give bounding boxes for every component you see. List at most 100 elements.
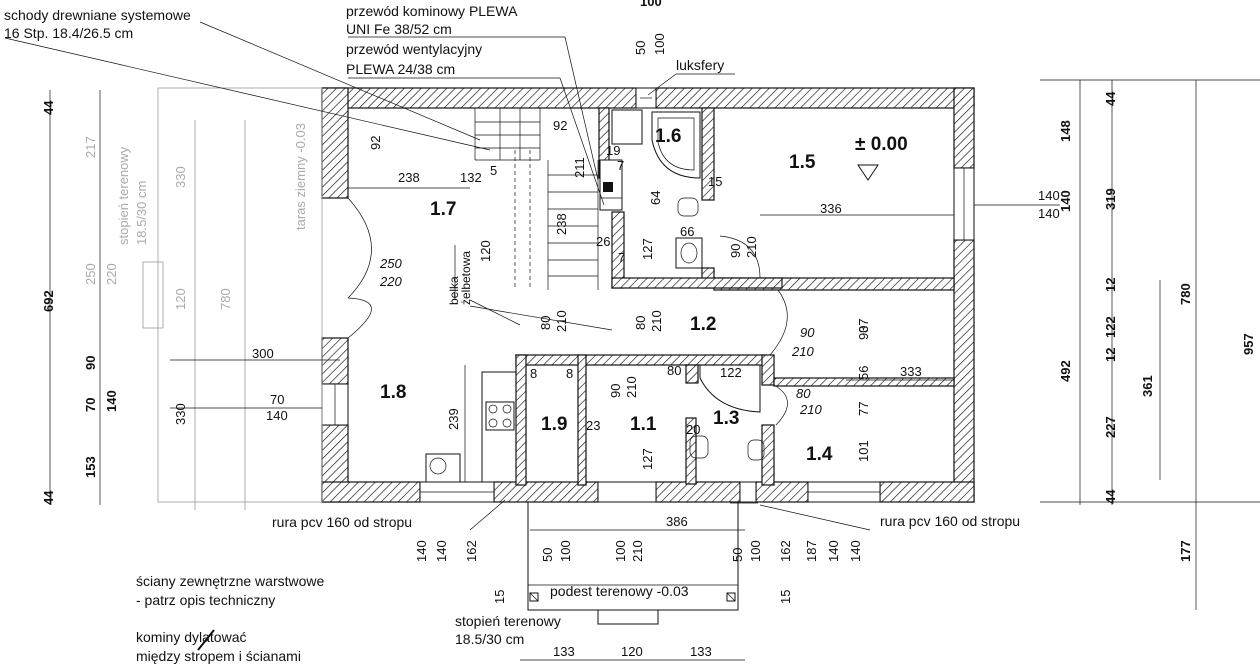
dim-7-lower: 7 [618,250,625,265]
top-dim-b: 100 [652,33,667,55]
dim-bottom-162-a: 162 [464,540,479,562]
dim-80-c: 80 [667,363,681,378]
dim-right-227: 227 [1103,416,1118,438]
dim-bottom-50-a: 50 [540,548,555,562]
stairs-title: schody drewniane systemowe [4,7,191,23]
dim-92-stairs: 92 [553,118,567,133]
top-edge-dim: 100 [640,0,662,9]
dim-250-door: 250 [379,256,402,271]
dim-23: 23 [586,418,600,433]
dim-right-122: 122 [1103,316,1118,338]
level-marker-icon [857,164,879,181]
beam-label-1: belka [447,276,461,305]
dim-140-window-r2: 140 [1038,206,1060,221]
chimney-title: przewód kominowy PLEWA [346,3,518,19]
dim-right-780: 780 [1178,283,1193,305]
dim-bottom-187: 187 [804,540,819,562]
dim-right-957: 957 [1241,333,1256,355]
dim-bottom-140-c: 140 [826,540,841,562]
room-1-6: 1.6 [655,126,681,147]
dimension-lines [49,79,1260,661]
left-step-label-1: stopień terenowy [116,146,131,245]
dim-90-d: 90 [608,384,623,398]
terrace-outline [142,87,323,510]
beam-label-2: żelbetowa [459,251,473,305]
dim-bottom-100-c: 100 [748,540,763,562]
dim-right-361: 361 [1140,375,1155,397]
dim-8-b: 8 [566,366,573,381]
note-walls-1: ściany zewnętrzne warstwowe [136,573,325,589]
dim-386: 386 [666,514,688,529]
dim-238: 238 [398,170,420,185]
dim-210-c: 210 [649,310,664,332]
dim-bottom-162-b: 162 [778,540,793,562]
dim-bottom-210: 210 [630,540,645,562]
dim-80-a: 80 [538,316,553,330]
dim-right-177: 177 [1178,540,1193,562]
dim-right-140: 140 [1058,190,1073,212]
top-dim-a: 50 [633,41,648,55]
dim-left-90: 90 [83,356,98,370]
dim-70-window: 70 [270,392,284,407]
dim-64: 64 [648,191,663,205]
bath-fixtures [611,109,765,461]
dim-bottom-133-b: 133 [690,644,712,659]
dim-right-12-a: 12 [1103,278,1118,292]
dim-bottom-140-d: 140 [848,540,863,562]
entrance-landing [527,501,739,625]
dim-left-44-bottom: 44 [41,490,56,505]
dim-19: 19 [606,143,620,158]
dim-bottom-133-a: 133 [553,644,575,659]
vent-title: przewód wentylacyjny [346,41,482,57]
glass-blocks-label: luksfery [676,57,724,73]
dim-right-44-top: 44 [1103,91,1118,106]
dim-left-153: 153 [83,456,98,478]
terrace-label: taras ziemny -0.03 [293,123,308,230]
dim-127-upper: 127 [640,238,655,260]
dim-239: 239 [446,408,461,430]
dim-faint-330: 330 [173,166,188,188]
dim-bottom-50-b: 50 [730,548,745,562]
room-1-2: 1.2 [690,314,716,335]
leader-lines [4,21,871,531]
dim-66: 66 [680,224,694,239]
kitchen-fixtures [425,371,517,483]
dim-92-vertical: 92 [368,136,383,150]
dim-left-70: 70 [83,398,98,412]
note-chimney-1: kominy dylatować [136,629,247,645]
note-strike-mark [197,629,215,651]
dim-right-44-bottom: 44 [1103,489,1118,504]
dim-faint-780: 780 [218,288,233,310]
dim-101: 101 [856,440,871,462]
door-swings [347,197,788,426]
exterior-walls [321,87,975,503]
dim-37: 37 [856,319,871,333]
dim-220-door: 220 [379,274,402,289]
dim-90-door: 90 [728,244,743,258]
dim-210-e: 210 [624,376,639,398]
chimney-spec: UNI Fe 38/52 cm [346,21,452,37]
dim-26: 26 [596,234,610,249]
pipe-label-left: rura pcv 160 od stropu [272,514,412,530]
dim-faint-250: 250 [83,263,98,285]
dim-faint-220: 220 [104,263,119,285]
dim-120-beam: 120 [478,240,493,262]
dim-140-window-r1: 140 [1038,188,1060,203]
vent-spec: PLEWA 24/38 cm [346,61,455,77]
dim-left-140: 140 [104,390,119,412]
dim-80-b: 80 [633,316,648,330]
dim-faint-120: 120 [173,288,188,310]
room-1-8: 1.8 [380,382,406,403]
dim-bottom-120: 120 [621,644,643,659]
dim-left-330: 330 [173,403,188,425]
room-1-7: 1.7 [430,199,456,220]
dim-left-44-top: 44 [41,100,56,115]
dim-faint-217: 217 [83,136,98,158]
dim-140-window: 140 [266,408,288,423]
room-1-9: 1.9 [541,414,567,435]
room-1-5: 1.5 [789,152,816,173]
dim-right-12-b: 12 [1103,348,1118,362]
staircase [474,108,599,290]
